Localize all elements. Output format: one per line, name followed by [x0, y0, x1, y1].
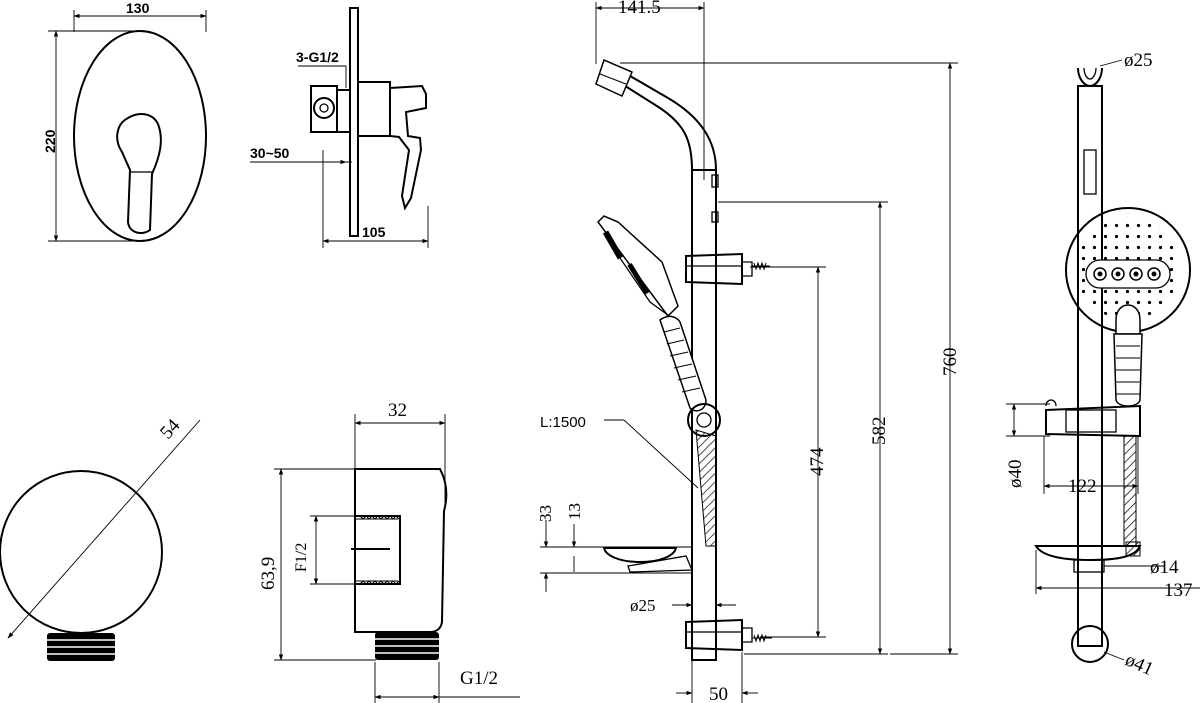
slider-depth-label: 122 [1068, 476, 1097, 497]
base-diameter-label: ø41 [1122, 649, 1157, 680]
elbow-thread-label: G1/2 [460, 668, 498, 689]
bracket-spacing-label: 474 [807, 447, 828, 476]
valve-depth-label: 105 [362, 224, 386, 240]
shower-rail-side-view [540, 2, 958, 703]
rail-offset-label: 141.5 [618, 0, 661, 18]
plate-width-label: 130 [126, 0, 150, 16]
dim-33-label: 33 [536, 505, 555, 522]
elbow-diameter-label: 54 [156, 415, 185, 444]
dish-projection-label: 137 [1164, 580, 1193, 601]
wall-elbow-front-view [0, 419, 201, 661]
shower-rail-front-view [1006, 59, 1200, 663]
elbow-width-label: 32 [388, 400, 407, 421]
elbow-inner-thread-label: F1/2 [293, 543, 310, 572]
dish-dim-label: ø14 [1150, 557, 1179, 578]
rail-length-label: 582 [869, 417, 890, 446]
valve-side-view [250, 7, 429, 248]
thread-outlet-label: 3-G1/2 [296, 49, 339, 65]
slider-diameter-label: ø40 [1005, 460, 1026, 489]
hose-length-label: L:1500 [540, 414, 586, 431]
total-height-label: 760 [940, 348, 961, 377]
plate-height-label: 220 [42, 129, 58, 153]
wall-elbow-side-view [274, 414, 520, 703]
pipe-diameter-label: ø25 [630, 596, 656, 615]
elbow-height-label: 63,9 [258, 557, 279, 590]
dim-13-label: 13 [565, 503, 584, 520]
valve-plate-front-view [48, 10, 207, 242]
bottom-projection-label: 50 [709, 684, 728, 703]
wall-range-label: 30~50 [250, 145, 290, 161]
top-diameter-label: ø25 [1124, 50, 1153, 71]
